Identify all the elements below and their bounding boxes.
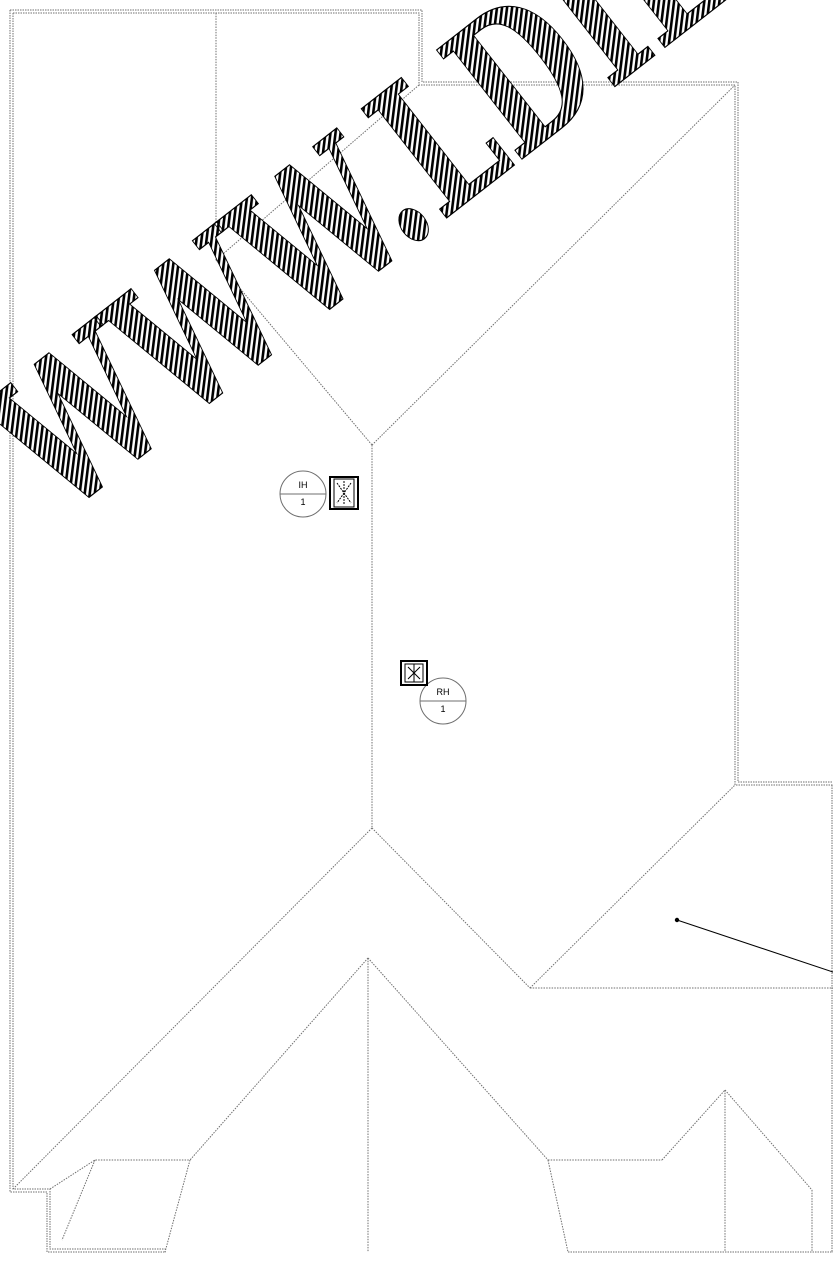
- dormer-left: [49, 1159, 191, 1253]
- ih-fixture-icon: [329, 476, 359, 510]
- ih-symbol-code: IH: [299, 480, 308, 490]
- hip-lower-right: [371, 827, 531, 989]
- dormer-mid: [547, 1159, 569, 1253]
- hip-valley-top: [215, 84, 420, 261]
- watermark-text: WWW.LDILinc: [0, 0, 833, 556]
- gable-left-a: [189, 957, 369, 1161]
- leader-line: [674, 917, 833, 973]
- hip-lower-left: [12, 827, 373, 1190]
- rh-fixture-icon: [400, 660, 428, 686]
- gable-left-b: [367, 957, 549, 1161]
- rh-symbol: RH 1: [419, 677, 467, 725]
- ih-symbol-number: 1: [300, 497, 305, 507]
- roof-hip-lines: [12, 13, 833, 1253]
- gable-right-a: [661, 1089, 726, 1161]
- ih-symbol: IH 1: [279, 470, 327, 518]
- watermark: WWW.LDILinc: [0, 0, 833, 557]
- gable-right-b: [724, 1089, 813, 1191]
- valley-right: [529, 784, 736, 989]
- rh-symbol-code: RH: [437, 687, 450, 697]
- rh-symbol-number: 1: [440, 704, 445, 714]
- dormer-left-diag: [61, 1159, 96, 1241]
